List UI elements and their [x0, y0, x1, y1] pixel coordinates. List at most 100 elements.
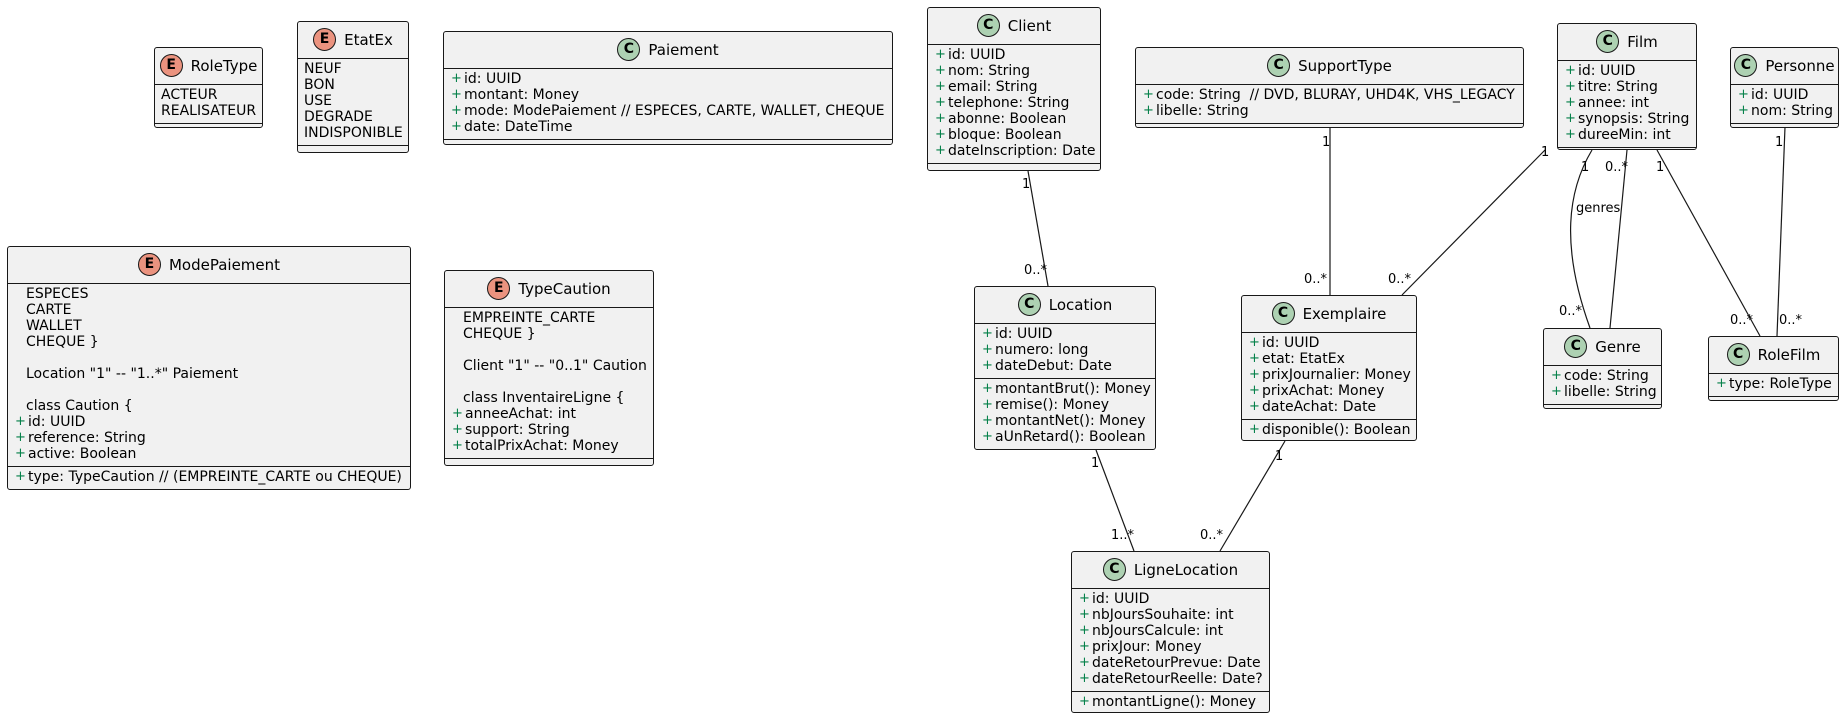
enum-roletype[interactable]: E RoleType ACTEUR REALISATEUR — [154, 47, 263, 128]
mult-client-1: 1 — [1022, 177, 1031, 192]
attributes: +id: UUID +titre: String +annee: int +sy… — [1558, 60, 1696, 147]
public-icon: + — [982, 358, 993, 373]
attribute: +id: UUID — [451, 71, 522, 87]
attributes: +code: String +libelle: String — [1544, 365, 1661, 404]
class-film[interactable]: C Film +id: UUID +titre: String +annee: i… — [1557, 23, 1697, 150]
public-icon: + — [1079, 694, 1090, 709]
public-icon: + — [1551, 368, 1562, 383]
enum-value: NEUF — [304, 61, 342, 77]
class-film-header: C Film — [1558, 24, 1696, 60]
public-icon: + — [982, 342, 993, 357]
attribute: +libelle: String — [1143, 103, 1249, 119]
public-icon: + — [1079, 639, 1090, 654]
public-icon: + — [1249, 335, 1260, 350]
enum-value: INDISPONIBLE — [304, 125, 403, 141]
class-name: Film — [1627, 33, 1658, 51]
methods — [1136, 123, 1523, 138]
method: +montantBrut(): Money — [982, 381, 1151, 397]
public-icon: + — [1565, 79, 1576, 94]
class-icon: C — [1271, 302, 1295, 325]
attribute: +bloque: Boolean — [935, 127, 1062, 143]
attribute: +anneeAchat: int — [452, 406, 576, 422]
public-icon: + — [452, 406, 463, 421]
attribute: +dateInscription: Date — [935, 143, 1096, 159]
attribute: +prixJour: Money — [1079, 639, 1202, 655]
mult-film-1-c: 1 — [1656, 160, 1665, 175]
public-icon: + — [1565, 111, 1576, 126]
enum-empty-section — [298, 145, 408, 160]
public-icon: + — [1249, 367, 1260, 382]
attribute: +nbJoursSouhaite: int — [1079, 607, 1234, 623]
class-icon: C — [1726, 343, 1750, 366]
attribute: +reference: String — [15, 430, 146, 446]
enum-icon: E — [159, 54, 183, 77]
enum-value: REALISATEUR — [161, 103, 257, 119]
attribute: +etat: EtatEx — [1249, 351, 1345, 367]
assoc-label-genres: genres — [1576, 201, 1621, 216]
mult-exemplaire-0n-a: 0..* — [1304, 272, 1328, 287]
assoc-location-lignelocation — [1095, 449, 1135, 552]
enum-value — [445, 342, 653, 358]
attribute: +synopsis: String — [1565, 111, 1690, 127]
assoc-personne-rolefilm — [1776, 126, 1786, 337]
class-icon: C — [1734, 54, 1758, 77]
public-icon: + — [935, 63, 946, 78]
class-name: SupportType — [1298, 57, 1392, 75]
public-icon: + — [935, 79, 946, 94]
class-icon: C — [1564, 335, 1588, 358]
enum-value: Client "1" -- "0..1" Caution — [463, 358, 647, 374]
class-icon: C — [617, 38, 641, 61]
methods: +disponible(): Boolean — [1242, 419, 1416, 442]
attribute: +nom: String — [935, 63, 1031, 79]
mult-exemplaire-0n-b: 0..* — [1388, 272, 1412, 287]
enum-value: DEGRADE — [304, 109, 373, 125]
attribute: +nbJoursCalcule: int — [1079, 623, 1224, 639]
class-icon: C — [1596, 30, 1620, 53]
assoc-exemplaire-lignelocation — [1219, 440, 1286, 552]
methods: +montantBrut(): Money +remise(): Money +… — [975, 378, 1155, 449]
class-exemplaire-header: C Exemplaire — [1242, 296, 1416, 332]
public-icon: + — [1716, 376, 1727, 391]
method: +montantLigne(): Money — [1079, 694, 1257, 710]
attribute: +titre: String — [1565, 79, 1658, 95]
attribute: +dateDebut: Date — [982, 358, 1112, 374]
enum-name: RoleType — [190, 57, 258, 75]
enum-values: NEUF BON USE DEGRADE INDISPONIBLE — [298, 58, 408, 145]
mult-film-1-a: 1 — [1541, 145, 1550, 160]
public-icon: + — [1079, 655, 1090, 670]
attributes: +id: UUID +nbJoursSouhaite: int +nbJours… — [1072, 588, 1269, 691]
public-icon: + — [935, 111, 946, 126]
public-icon: + — [451, 103, 462, 118]
attribute: +dateAchat: Date — [1249, 399, 1377, 415]
assoc-film-genre — [1609, 149, 1628, 329]
class-name: Exemplaire — [1302, 305, 1387, 323]
mult-film-0n: 0..* — [1605, 160, 1629, 175]
enum-value: Location "1" -- "1..*" Paiement — [26, 366, 239, 382]
enum-roletype-header: E RoleType — [155, 48, 262, 84]
method: +remise(): Money — [982, 397, 1110, 413]
public-icon: + — [1565, 95, 1576, 110]
enum-values: ACTEUR REALISATEUR — [155, 84, 262, 123]
mult-location-1: 1 — [1091, 456, 1100, 471]
class-name: RoleFilm — [1757, 346, 1821, 364]
class-name: LigneLocation — [1133, 561, 1239, 579]
attribute: +prixAchat: Money — [1249, 383, 1385, 399]
attribute: +id: UUID — [1079, 591, 1150, 607]
public-icon: + — [1143, 103, 1154, 118]
public-icon: + — [1079, 591, 1090, 606]
class-name: Personne — [1765, 57, 1835, 75]
